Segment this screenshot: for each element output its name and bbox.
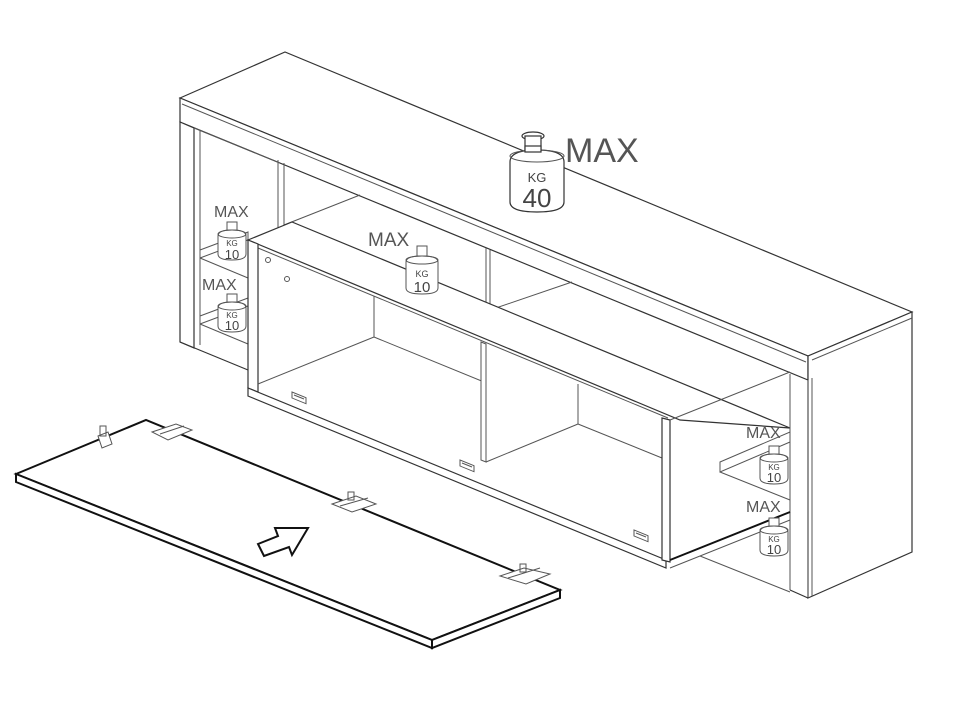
open-box-bottom-edge [247, 387, 667, 569]
weight-unit-left-upper: KG [226, 239, 238, 248]
weight-value-left-lower: 10 [225, 318, 239, 333]
max-label-left-lower: MAX [202, 277, 237, 294]
cabinet [178, 51, 914, 599]
weight-icon-10kg [759, 445, 789, 485]
weight-icon-10kg [759, 517, 789, 557]
weight-unit-center: KG [415, 269, 428, 279]
door-side-edge [431, 588, 561, 650]
weight-icon-10kg [217, 293, 247, 333]
hinge-plate-icon [459, 459, 475, 473]
weight-icon-40kg [509, 131, 565, 213]
right-upper-shelf [719, 431, 791, 473]
direction-arrow-icon [256, 527, 310, 558]
hinge-plate-icon [291, 391, 307, 405]
weight-value-right-upper: 10 [767, 470, 781, 485]
max-label-left-upper: MAX [214, 204, 249, 221]
max-label-center: MAX [368, 230, 410, 251]
open-box-right-board [661, 417, 671, 563]
weight-icon-10kg [217, 221, 247, 261]
weight-unit-top: KG [528, 170, 547, 185]
max-label-right-lower: MAX [746, 499, 781, 516]
weight-unit-right-upper: KG [768, 463, 780, 472]
weight-value-top: 40 [523, 183, 552, 213]
hinge-icon [330, 491, 378, 513]
weight-value-right-lower: 10 [767, 542, 781, 557]
weight-value-center: 10 [414, 279, 431, 296]
weight-icon-10kg [405, 245, 439, 295]
flap-door [13, 418, 563, 650]
weight-unit-right-lower: KG [768, 535, 780, 544]
max-label-right-upper: MAX [746, 425, 781, 442]
max-label-top: MAX [565, 132, 639, 170]
center-divider [480, 341, 487, 463]
open-box-left-board [247, 239, 259, 393]
cabinet-left-side [179, 121, 195, 349]
hinge-plate-icon [633, 529, 649, 543]
weight-value-left-upper: 10 [225, 247, 239, 262]
hinge-icon [97, 423, 194, 449]
weight-unit-left-lower: KG [226, 311, 238, 320]
hinge-icon [498, 563, 552, 585]
